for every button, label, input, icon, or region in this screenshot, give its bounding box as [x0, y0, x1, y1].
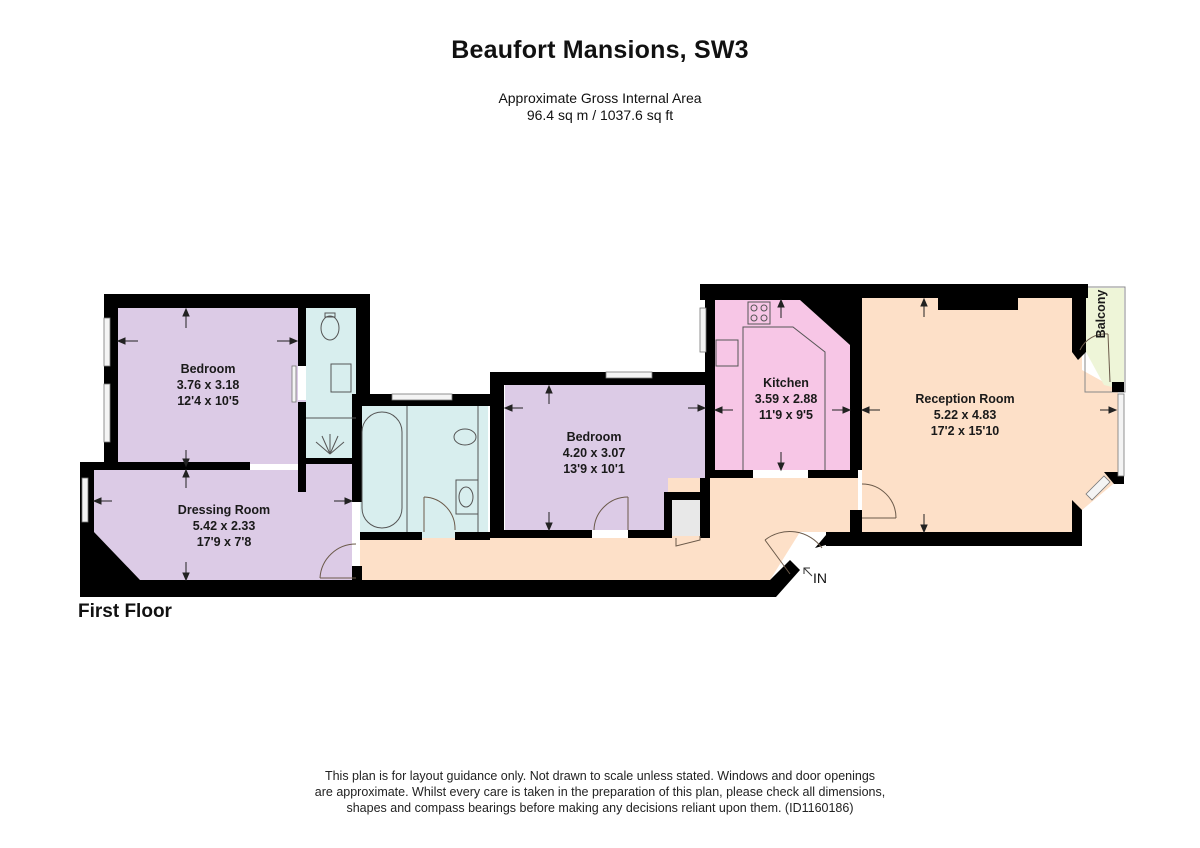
reception-room-imperial: 17'2 x 15'10 [931, 424, 1000, 438]
bedroom-2-metric: 4.20 x 3.07 [563, 446, 626, 460]
doors [319, 333, 1111, 579]
disclaimer-line: are approximate. Whilst every care is ta… [314, 785, 886, 799]
walls [80, 284, 1124, 597]
balcony-floor [1086, 288, 1124, 390]
kitchen-name: Kitchen [763, 376, 809, 390]
bedroom-2-imperial: 13'9 x 10'1 [563, 462, 625, 476]
reception-room-name: Reception Room [915, 392, 1014, 406]
entrance-label: IN [813, 570, 827, 586]
kitchen-imperial: 11'9 x 9'5 [759, 408, 813, 422]
area-label: Approximate Gross Internal Area [498, 90, 702, 106]
disclaimer: This plan is for layout guidance only. N… [0, 768, 1200, 816]
bedroom-1-floor [118, 308, 298, 464]
balcony-name: Balcony [1094, 290, 1108, 339]
bedroom-1-metric: 3.76 x 3.18 [177, 378, 240, 392]
dressing-room-floor [94, 470, 352, 580]
disclaimer-line: This plan is for layout guidance only. N… [324, 769, 876, 783]
kitchen-floor [713, 300, 850, 470]
kitchen-metric: 3.59 x 2.88 [755, 392, 818, 406]
area-value: 96.4 sq m / 1037.6 sq ft [526, 107, 674, 123]
entrance-arrow-icon [803, 567, 813, 577]
bedroom-1-imperial: 12'4 x 10'5 [177, 394, 239, 408]
bedroom-1-name: Bedroom [181, 362, 236, 376]
plan-title: Beaufort Mansions, SW3 [451, 36, 749, 64]
gross-internal-area: Approximate Gross Internal Area 96.4 sq … [0, 90, 1200, 124]
hallway-floor [360, 478, 858, 580]
dimension-arrows [92, 297, 1118, 582]
windows [81, 307, 1125, 523]
reception-room-metric: 5.22 x 4.83 [934, 408, 997, 422]
dressing-room-metric: 5.42 x 2.33 [193, 519, 256, 533]
cupboard-floor [672, 500, 700, 536]
dressing-room-name: Dressing Room [178, 503, 270, 517]
floor-label: First Floor [78, 601, 172, 622]
reception-floor [862, 298, 1118, 532]
disclaimer-line: shapes and compass bearings before makin… [346, 801, 854, 815]
fixtures [306, 301, 826, 532]
bedroom-2-name: Bedroom [567, 430, 622, 444]
dressing-room-imperial: 17'9 x 7'8 [197, 535, 252, 549]
